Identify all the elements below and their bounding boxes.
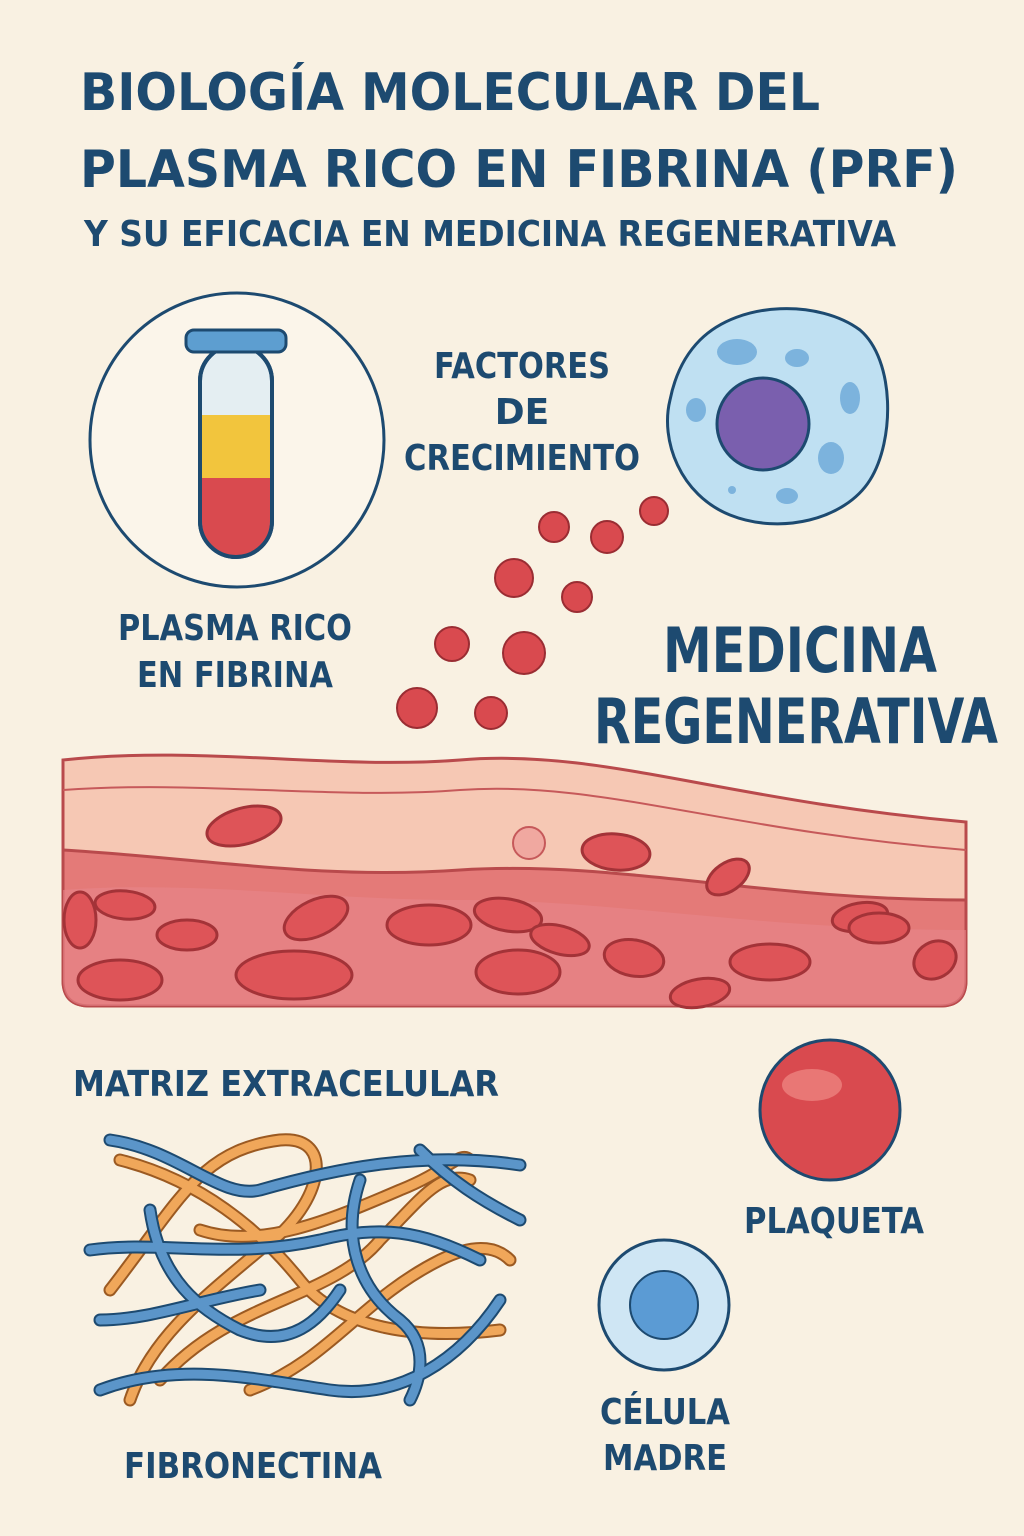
- stem-cell-label-1: CÉLULA: [600, 1391, 730, 1433]
- title-line-2: PLASMA RICO EN FIBRINA (PRF): [80, 140, 958, 200]
- growth-factor-dot: [494, 558, 534, 598]
- red-blood-cell: [728, 942, 812, 982]
- subtitle: Y SU EFICACIA EN MEDICINA REGENERATIVA: [83, 214, 896, 255]
- fiber-network-icon: [83, 1133, 527, 1407]
- growth-factor-dots: [396, 496, 669, 730]
- red-blood-cell: [205, 804, 283, 848]
- red-blood-cell: [529, 922, 591, 958]
- red-blood-cell: [155, 918, 219, 952]
- red-blood-cell: [580, 832, 652, 872]
- red-blood-cell: [705, 857, 751, 897]
- red-blood-cell: [474, 948, 562, 996]
- fibronectin-label: FIBRONECTINA: [124, 1446, 382, 1487]
- platelet-label: PLAQUETA: [744, 1201, 924, 1242]
- red-blood-cell: [234, 949, 354, 1001]
- platelet-icon: [758, 1038, 902, 1182]
- growth-factor-dot: [639, 496, 669, 526]
- regenerative-label-1: MEDICINA: [663, 614, 937, 687]
- red-blood-cell: [282, 894, 350, 942]
- cell-icon: [666, 307, 890, 526]
- red-blood-cell: [912, 939, 958, 981]
- growth-factor-dot: [561, 581, 593, 613]
- growth-factor-dot: [474, 696, 508, 730]
- red-blood-cell: [76, 958, 164, 1002]
- red-blood-cell: [847, 911, 911, 945]
- red-blood-cell: [385, 903, 473, 947]
- stem-cell-label-2: MADRE: [603, 1438, 727, 1479]
- growth-factors-label-3: CRECIMIENTO: [404, 438, 640, 479]
- growth-factor-dot: [502, 631, 546, 675]
- tissue-illustration: [61, 753, 968, 1010]
- growth-factor-dot: [396, 687, 438, 729]
- prf-label-1: PLASMA RICO: [118, 608, 352, 649]
- growth-factor-dot: [590, 520, 624, 554]
- red-blood-cell: [472, 896, 544, 934]
- prf-label-2: EN FIBRINA: [137, 655, 333, 696]
- title-line-1: BIOLOGÍA MOLECULAR DEL: [80, 62, 820, 123]
- regenerative-label-2: REGENERATIVA: [594, 685, 998, 758]
- red-blood-cell: [602, 938, 666, 978]
- growth-factors-label-1: FACTORES: [434, 346, 610, 387]
- red-blood-cell: [668, 976, 732, 1010]
- test-tube-icon: [88, 291, 386, 589]
- growth-factors-label-2: DE: [495, 392, 549, 433]
- red-blood-cell: [93, 889, 157, 921]
- stem-cell-icon: [597, 1238, 731, 1372]
- red-blood-cell: [62, 890, 98, 950]
- growth-factor-dot: [434, 626, 470, 662]
- growth-factor-dot: [538, 511, 570, 543]
- ecm-label: MATRIZ EXTRACELULAR: [73, 1064, 499, 1105]
